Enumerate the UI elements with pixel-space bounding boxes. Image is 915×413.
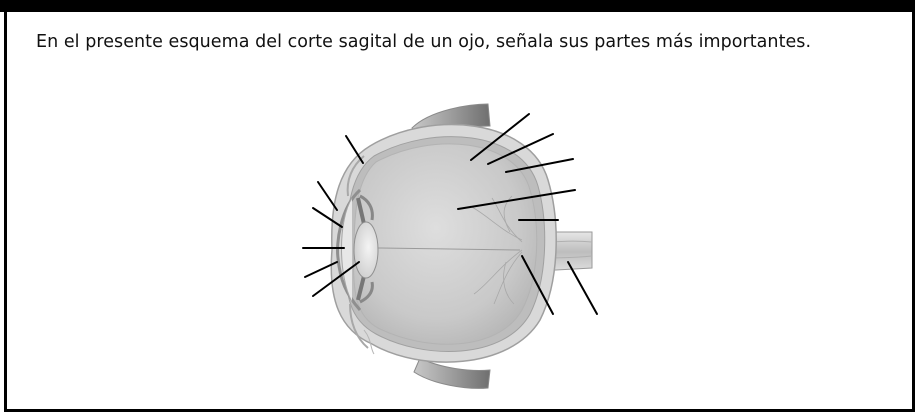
leader-line-2	[317, 181, 338, 211]
leader-line-10	[457, 189, 576, 210]
top-border-bar	[0, 0, 915, 12]
suspensory-ligament	[363, 329, 375, 355]
iris	[356, 197, 366, 301]
ciliary-body	[359, 194, 374, 304]
leader-line-8	[487, 133, 554, 165]
worksheet-frame	[4, 12, 915, 412]
inferior-rectus-muscle	[413, 357, 491, 389]
vitreous-body	[353, 143, 538, 345]
lower-conjunctiva	[349, 303, 369, 349]
visual-axis	[377, 247, 521, 251]
leader-line-9	[505, 158, 574, 173]
retinal-vessels	[469, 195, 523, 305]
leader-line-6	[312, 261, 360, 297]
leader-line-3	[312, 207, 343, 228]
lens	[353, 221, 379, 279]
leader-line-12	[521, 255, 554, 315]
leader-line-7	[470, 113, 530, 161]
leader-lines	[302, 113, 598, 315]
leader-line-13	[567, 261, 598, 315]
instruction-text: En el presente esquema del corte sagital…	[36, 32, 812, 52]
leader-line-5	[304, 261, 338, 278]
leader-line-1	[345, 135, 364, 164]
